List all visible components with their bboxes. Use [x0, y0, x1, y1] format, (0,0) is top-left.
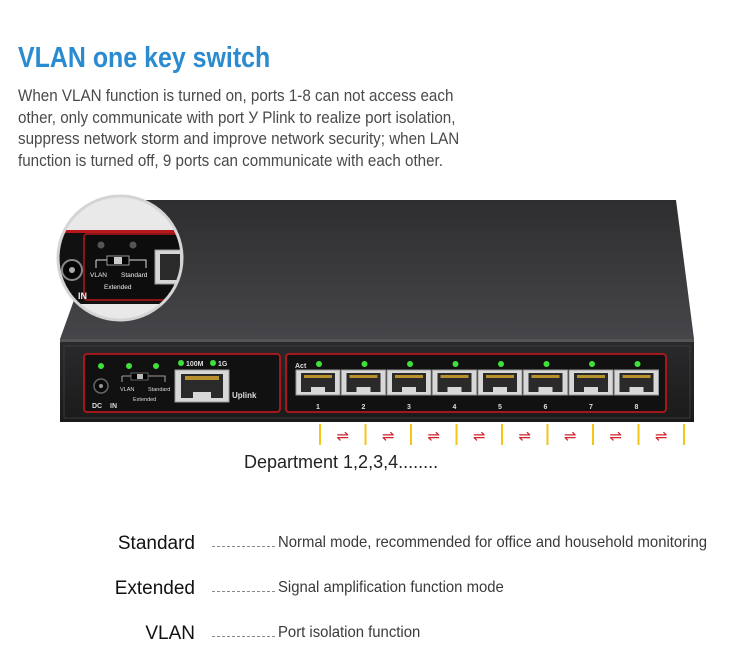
mode-description: Normal mode, recommended for office and …	[278, 534, 708, 551]
dc-label: DC	[92, 403, 102, 410]
port-number: 3	[407, 404, 411, 411]
zoom-inset: IN VLAN Standard Extended	[56, 194, 184, 322]
lan-port: 3	[386, 361, 432, 411]
isolation-icon: ⇌	[518, 427, 531, 445]
port-led	[407, 361, 413, 367]
port-number: 4	[453, 404, 457, 411]
feature-description: When VLAN function is turned on, ports 1…	[18, 86, 496, 172]
zoom-standard-label: Standard	[121, 272, 148, 279]
port-led	[543, 361, 550, 367]
lan-port: 4	[432, 361, 477, 411]
lan-port: 7	[568, 361, 614, 411]
lan-port: 8	[614, 361, 659, 411]
mode-description: Port isolation function	[278, 624, 421, 641]
port-led	[361, 361, 368, 367]
department-label: Department 1,2,3,4........	[244, 452, 439, 472]
port-number: 5	[498, 404, 502, 411]
description-line: function is turned off, 9 ports can comm…	[18, 151, 443, 170]
dashed-connector	[212, 636, 275, 637]
mode-name: Extended	[114, 578, 195, 599]
isolation-icon: ⇌	[382, 427, 395, 445]
port-number: 7	[589, 404, 593, 411]
isolation-icon: ⇌	[655, 427, 668, 445]
port-led	[498, 361, 504, 367]
zoom-in-label: IN	[78, 291, 87, 301]
dashed-connector	[212, 546, 275, 547]
port-led	[316, 361, 322, 367]
in-label: IN	[110, 403, 117, 410]
isolation-icon: ⇌	[564, 427, 577, 445]
status-led	[126, 363, 132, 369]
mode-row-vlan: VLAN Port isolation function	[0, 623, 750, 653]
port-number: 2	[362, 404, 366, 411]
lan-port: 6	[523, 361, 568, 411]
mode-name: VLAN	[145, 623, 195, 644]
port-number: 8	[635, 404, 639, 411]
description-line: other, only communicate with port У Plin…	[18, 108, 456, 127]
description-line: suppress network storm and improve netwo…	[18, 130, 460, 148]
zoom-vlan-label: VLAN	[90, 272, 107, 279]
mode-row-extended: Extended Signal amplification function m…	[0, 578, 750, 608]
uplink-label: Uplink	[232, 391, 257, 400]
network-switch-illustration: DC IN VLAN Standard Extended 100M 1G Upl…	[56, 194, 694, 445]
uplink-speed-100m: 100M	[186, 361, 204, 368]
page-title: VLAN one key switch	[18, 42, 271, 74]
switch-label-standard: Standard	[148, 387, 170, 393]
mode-description: Signal amplification function mode	[278, 579, 504, 596]
status-led	[98, 363, 104, 369]
isolation-icon: ⇌	[473, 427, 486, 445]
uplink-led	[210, 360, 216, 366]
lan-port: 2	[341, 361, 386, 411]
uplink-port	[174, 369, 230, 403]
switch-label-extended: Extended	[133, 397, 156, 403]
switch-label-vlan: VLAN	[120, 387, 134, 393]
act-label: Act	[295, 363, 307, 370]
isolation-icon: ⇌	[427, 427, 440, 445]
port-number: 6	[544, 404, 548, 411]
mode-name: Standard	[117, 533, 195, 554]
lan-port: 1	[295, 361, 341, 411]
uplink-led	[178, 360, 184, 366]
isolation-icon: ⇌	[609, 427, 622, 445]
zoom-extended-label: Extended	[104, 284, 132, 291]
port-led	[634, 361, 641, 367]
switch-top	[60, 200, 694, 339]
status-led	[153, 363, 159, 369]
uplink-speed-1g: 1G	[218, 361, 228, 368]
mode-row-standard: Standard Normal mode, recommended for of…	[0, 533, 750, 563]
dashed-connector	[212, 591, 275, 592]
port-led	[452, 361, 459, 367]
description-line: When VLAN function is turned on, ports 1…	[18, 87, 454, 105]
lan-port: 5	[477, 361, 523, 411]
port-number: 1	[316, 404, 320, 411]
port-led	[589, 361, 595, 367]
isolation-icon: ⇌	[336, 427, 349, 445]
